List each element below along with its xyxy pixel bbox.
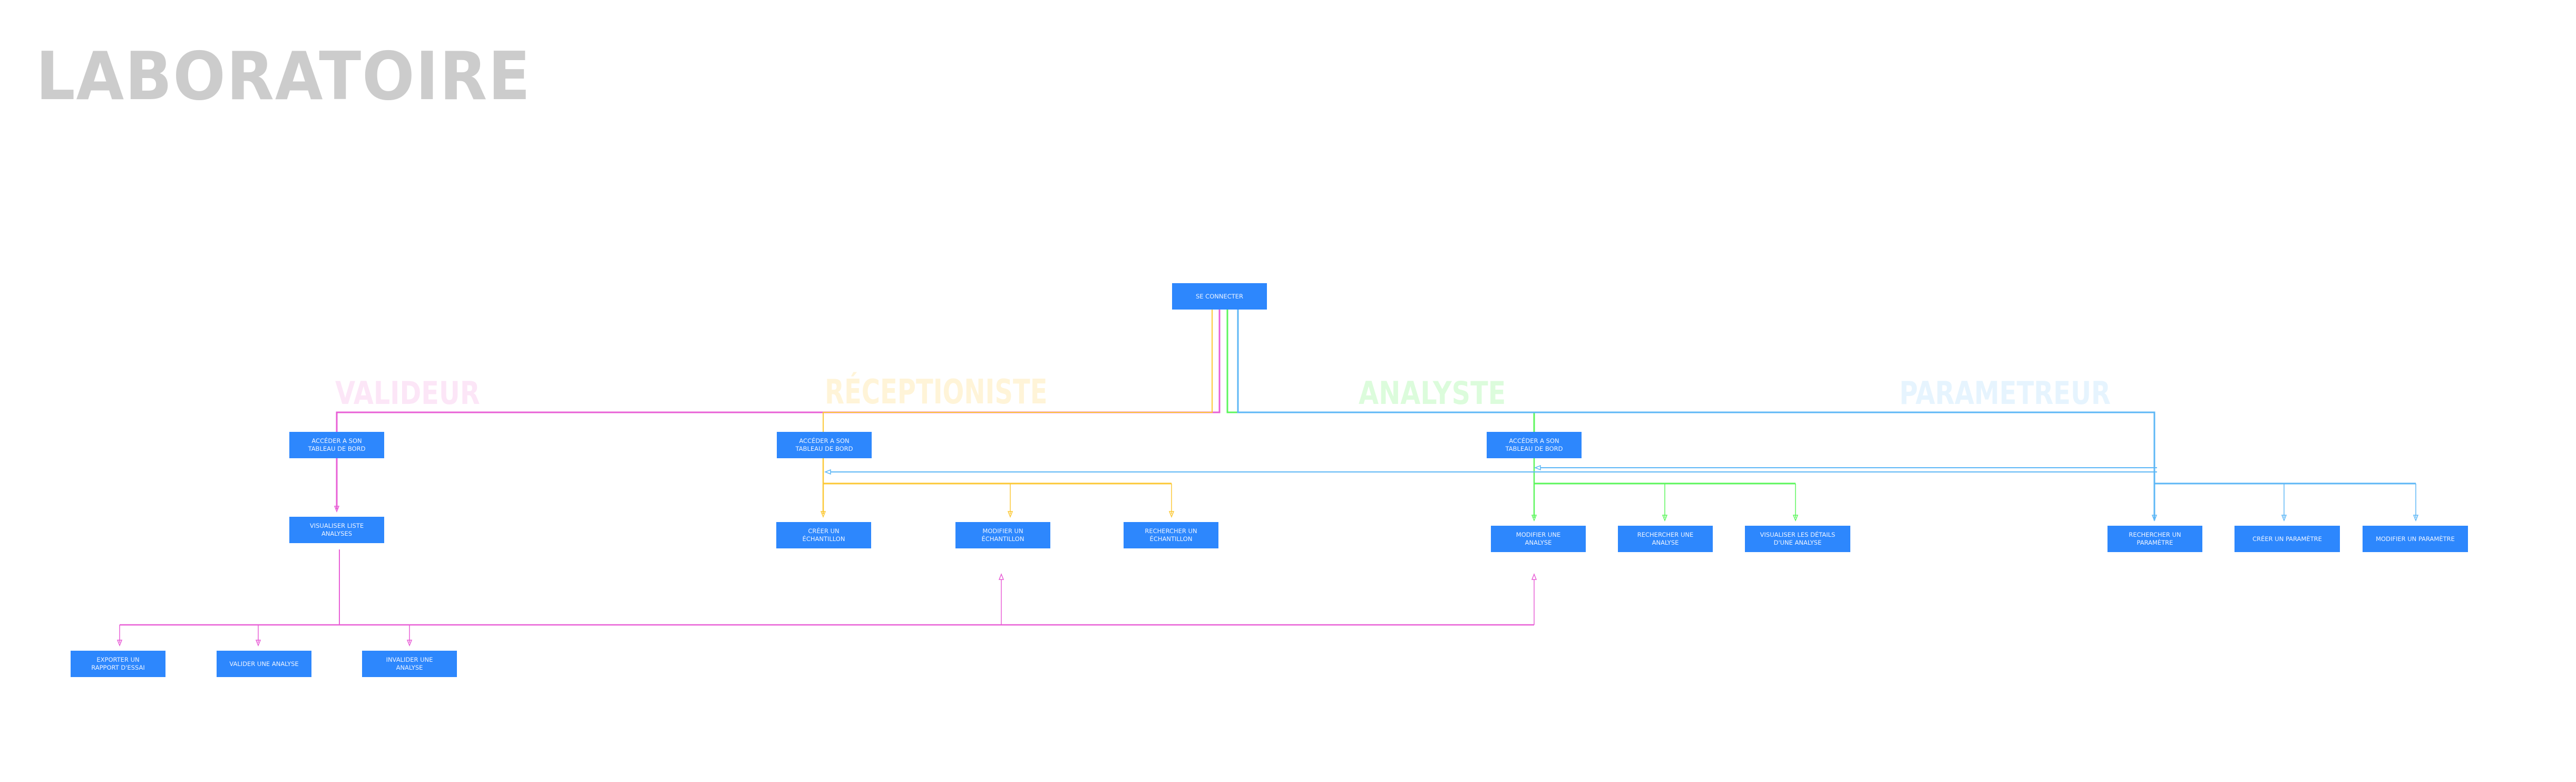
- node-label-line: RECHERCHER UNE: [1637, 531, 1694, 538]
- node-creer-parametre[interactable]: CRÉER UN PARAMÈTRE: [2235, 526, 2340, 552]
- role-label-parametreur: PARAMETREUR: [1899, 375, 2111, 412]
- arrow-down-icon: [406, 640, 413, 647]
- node-label-line: VISUALISER LES DÉTAILS: [1760, 531, 1836, 538]
- node-label-line: SE CONNECTER: [1195, 292, 1244, 300]
- node-label-line: ÉCHANTILLON: [802, 535, 845, 543]
- arrow-down-icon: [1007, 511, 1013, 518]
- node-label-line: VISUALISER LISTE: [309, 522, 364, 529]
- node-label-line: TABLEAU DE BORD: [308, 445, 366, 452]
- node-label: CRÉER UN PARAMÈTRE: [2252, 535, 2322, 543]
- node-label-line: ACCÉDER A SON: [799, 437, 850, 445]
- role-label-analyste: ANALYSTE: [1359, 375, 1506, 412]
- node-label-line: CRÉER UN PARAMÈTRE: [2252, 535, 2322, 543]
- node-label-line: RECHERCHER UN: [2129, 531, 2181, 538]
- arrow-up-icon: [998, 573, 1004, 580]
- arrow-down-icon: [116, 640, 123, 647]
- node-label: MODIFIER UN PARAMÈTRE: [2376, 535, 2455, 543]
- node-label: SE CONNECTER: [1196, 293, 1243, 301]
- wire-analyste-login: [1226, 310, 1535, 432]
- node-label-line: ANALYSE: [1525, 539, 1552, 546]
- arrow-left-icon: [1534, 465, 1541, 471]
- arrow-down-icon: [2151, 515, 2158, 522]
- arrow-down-icon: [1168, 511, 1175, 518]
- node-label-line: RECHERCHER UN: [1145, 527, 1197, 535]
- node-valider-analyse[interactable]: VALIDER UNE ANALYSE: [217, 651, 311, 677]
- arrow-down-icon: [2413, 515, 2419, 522]
- node-label-line: RAPPORT D'ESSAI: [91, 664, 145, 671]
- node-label-line: PARAMÈTRE: [2136, 539, 2173, 546]
- arrow-down-icon: [1662, 515, 1668, 522]
- node-label-line: VALIDER UNE ANALYSE: [229, 660, 299, 668]
- node-label: VALIDER UNE ANALYSE: [229, 660, 298, 668]
- arrow-up-icon: [1531, 573, 1537, 580]
- wire-valideur-login: [336, 310, 1221, 432]
- role-label-valideur: VALIDEUR: [335, 375, 480, 412]
- arrow-down-icon: [1792, 515, 1799, 522]
- node-label-line: TABLEAU DE BORD: [1505, 445, 1563, 452]
- node-label-line: ÉCHANTILLON: [981, 535, 1024, 543]
- node-label-line: MODIFIER UNE: [1516, 531, 1561, 538]
- node-label-line: EXPORTER UN: [96, 656, 140, 663]
- node-label-line: MODIFIER UN PARAMÈTRE: [2376, 535, 2455, 543]
- node-label-line: CRÉER UN: [808, 527, 840, 535]
- node-se-connecter[interactable]: SE CONNECTER: [1172, 283, 1267, 310]
- arrow-down-icon: [1531, 515, 1537, 522]
- node-label-line: ÉCHANTILLON: [1149, 535, 1193, 543]
- wire-parametreur-login: [1237, 310, 2155, 520]
- wire-receptioniste-login: [823, 310, 1213, 432]
- node-label-line: MODIFIER UN: [982, 527, 1023, 535]
- arrow-down-icon: [255, 640, 261, 647]
- node-label-line: ACCÉDER A SON: [311, 437, 362, 445]
- node-label-line: ANALYSE: [1652, 539, 1679, 546]
- arrow-left-icon: [824, 469, 831, 475]
- page-title: LABORATOIRE: [36, 37, 531, 115]
- node-label-line: ANALYSES: [321, 530, 353, 537]
- node-label-line: ACCÉDER A SON: [1509, 437, 1559, 445]
- arrow-down-icon: [820, 511, 826, 518]
- node-label-line: D'UNE ANALYSE: [1773, 539, 1822, 546]
- arrow-down-icon: [2281, 515, 2287, 522]
- node-modifier-parametre[interactable]: MODIFIER UN PARAMÈTRE: [2363, 526, 2468, 552]
- node-label-line: TABLEAU DE BORD: [795, 445, 853, 452]
- arrow-down-icon: [334, 506, 340, 513]
- node-label-line: ANALYSE: [396, 664, 423, 671]
- node-label-line: INVALIDER UNE: [386, 656, 433, 663]
- role-label-receptioniste: RÉCEPTIONISTE: [825, 373, 1048, 412]
